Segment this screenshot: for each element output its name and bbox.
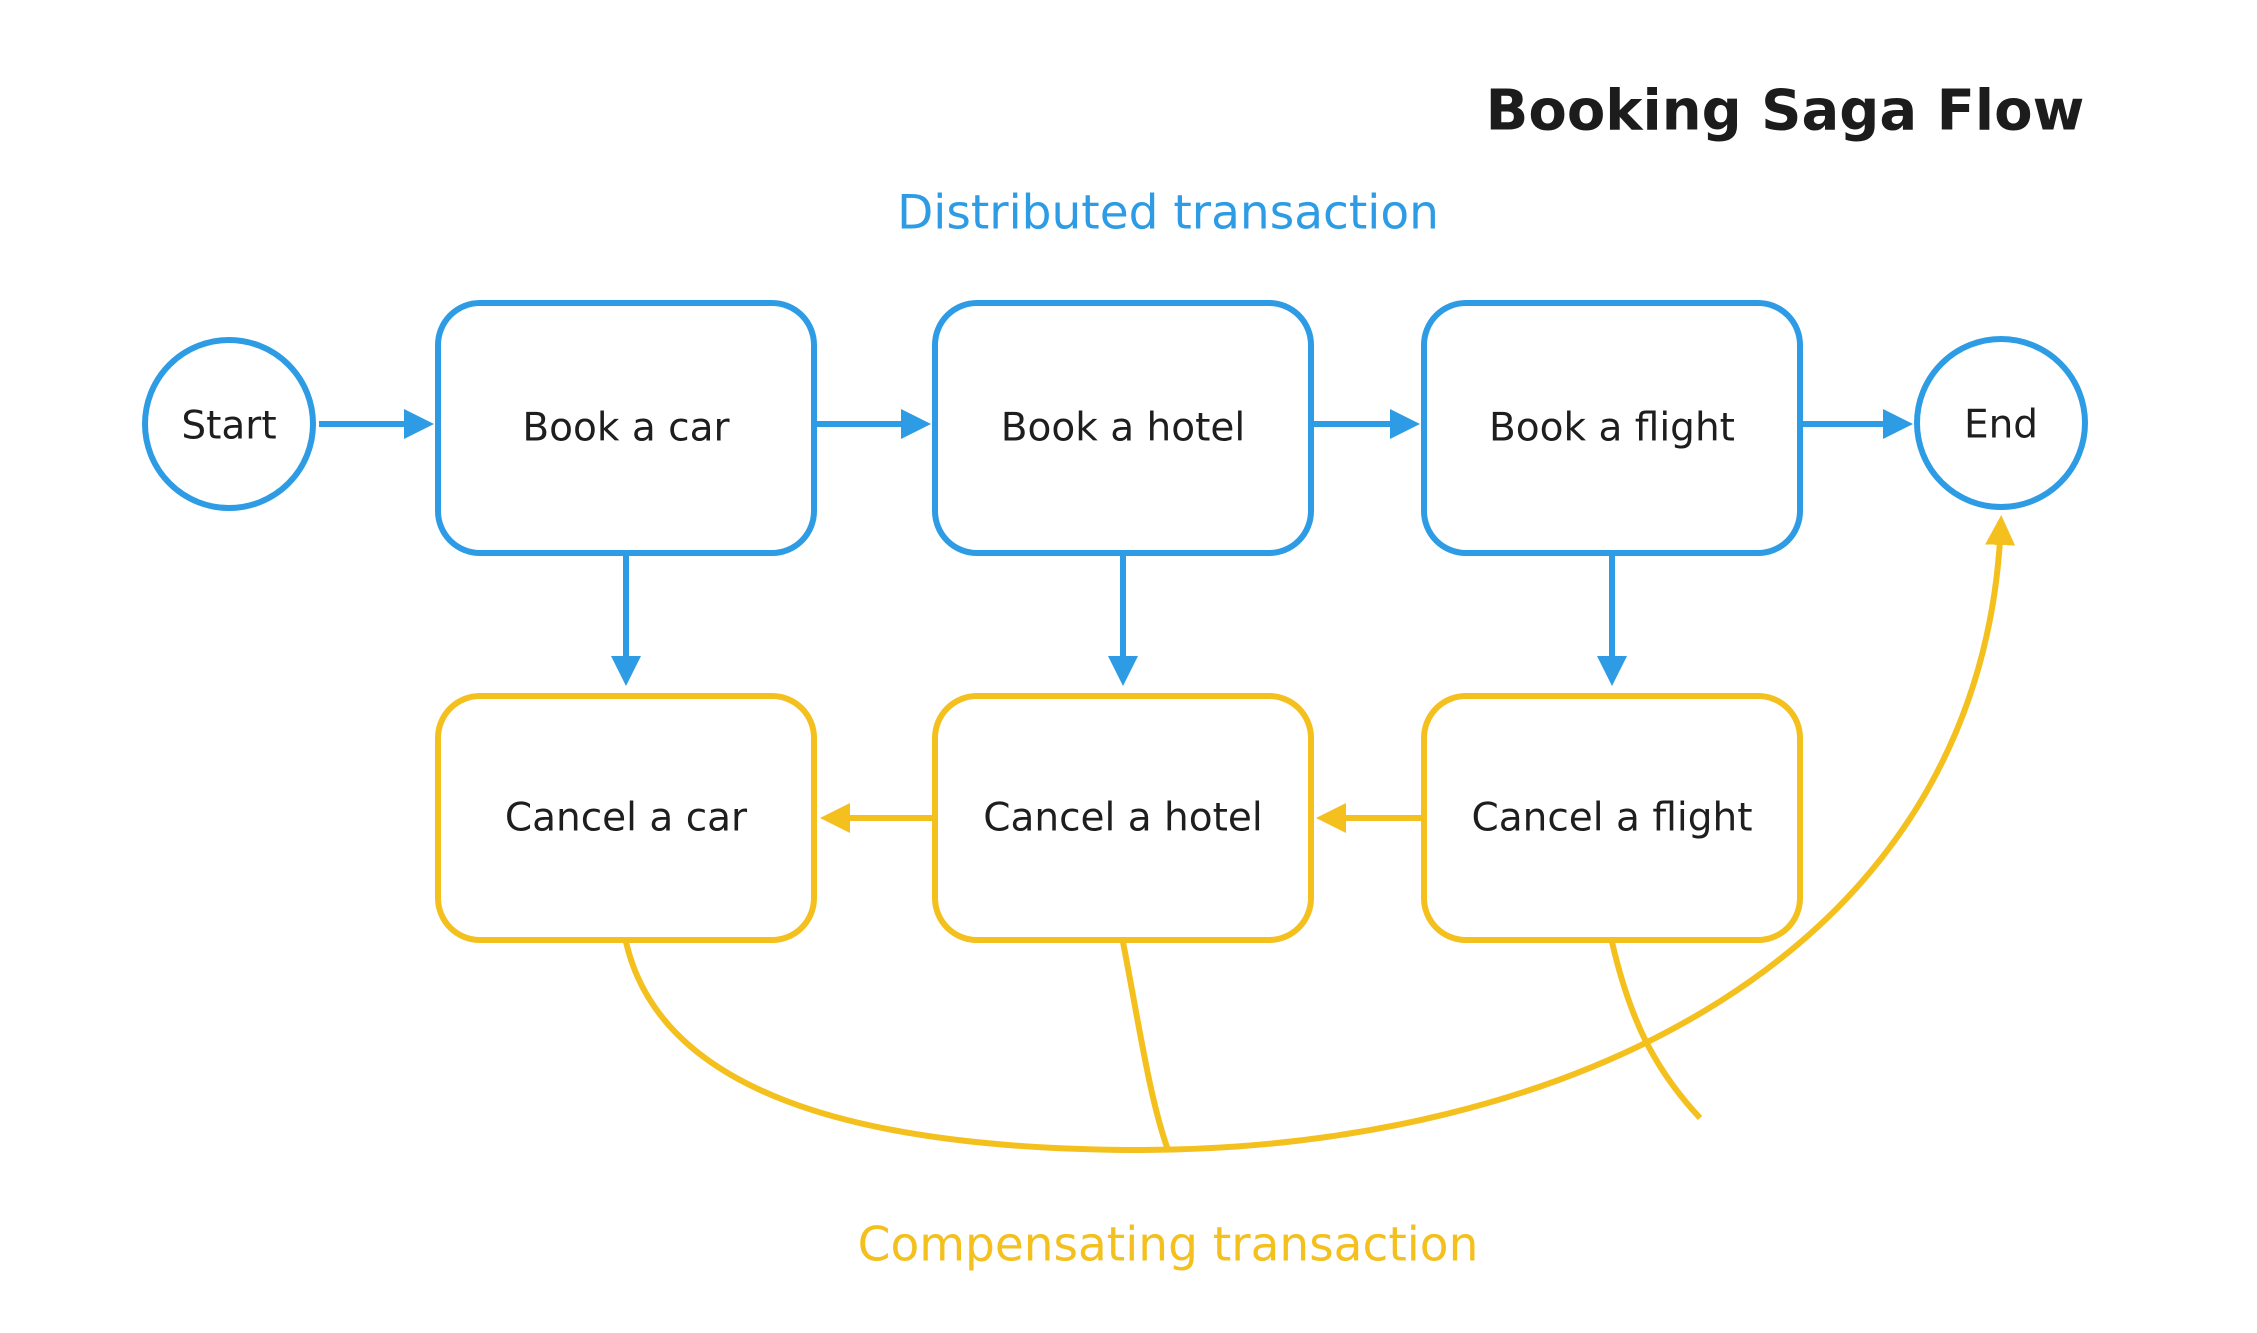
curve-cancel-flight-to-end-merge <box>1609 941 1703 1121</box>
distributed-transaction-label: Distributed transaction <box>897 186 1439 241</box>
cancel-flight-node <box>1421 693 1803 943</box>
book-flight-node <box>1421 300 1803 556</box>
cancel-flight-node-label: Cancel a flight <box>1472 796 1753 841</box>
book-hotel-node-label: Book a hotel <box>1001 406 1245 451</box>
arrow-cancel-car-to-end <box>623 515 2016 1154</box>
compensating-transaction-label: Compensating transaction <box>858 1218 1479 1273</box>
cancel-hotel-node <box>932 693 1314 943</box>
book-car-node-label: Book a car <box>522 406 730 451</box>
curve-cancel-hotel-to-end-merge <box>1120 941 1171 1152</box>
end-node-label: End <box>1964 403 2038 448</box>
book-hotel-node <box>932 300 1314 556</box>
cancel-car-node <box>435 693 817 943</box>
page-title: Booking Saga Flow <box>1486 79 2085 144</box>
cancel-hotel-node-label: Cancel a hotel <box>983 796 1263 841</box>
cancel-car-node-label: Cancel a car <box>505 796 748 841</box>
start-node-label: Start <box>181 404 276 449</box>
end-node <box>1914 336 2088 510</box>
start-node <box>142 337 316 511</box>
book-flight-node-label: Book a flight <box>1489 406 1735 451</box>
book-car-node <box>435 300 817 556</box>
